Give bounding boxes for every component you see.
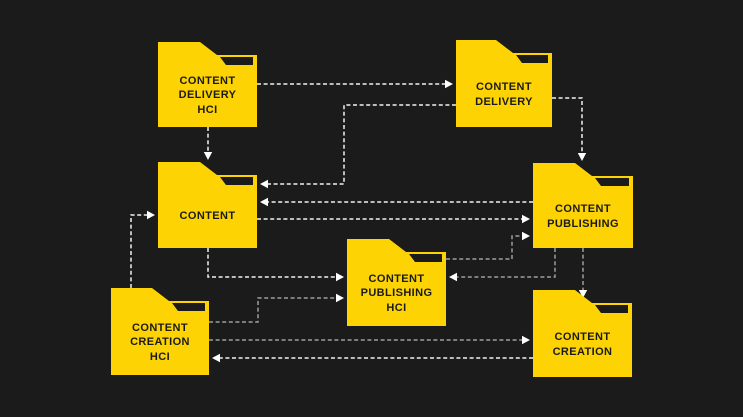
node-label: CONTENT: [158, 186, 257, 246]
node-label-line: PUBLISHING: [547, 217, 619, 230]
node-label: CONTENT DELIVERY: [456, 64, 552, 125]
arrowhead: [147, 210, 155, 220]
arrowhead: [445, 79, 453, 89]
folder-icon: [111, 288, 209, 375]
edge-content-delivery-to-content-publishing: [552, 97, 587, 161]
node-label-line: CONTENT: [179, 74, 236, 87]
node-content[interactable]: CONTENT: [158, 162, 257, 248]
node-label-line: HCI: [149, 350, 171, 363]
node-label-line: HCI: [197, 103, 218, 116]
folder-icon: [533, 163, 633, 248]
arrowhead: [522, 214, 530, 224]
arrowhead: [260, 197, 268, 207]
edge-content-creation-to-content-creation-hci: [212, 353, 533, 363]
edge-content-creation-hci-to-content-publishing-hci: [209, 293, 344, 323]
node-label-line: CONTENT: [555, 203, 611, 215]
edge-content-delivery-to-content: [260, 104, 456, 189]
folder-icon: [456, 40, 552, 127]
node-label-line: PUBLISHING: [360, 287, 433, 300]
node-content-publishing[interactable]: CONTENT PUBLISHING: [533, 163, 633, 248]
node-label-line: HCI: [386, 301, 407, 314]
edge-content-delivery-hci-to-content-delivery: [257, 79, 453, 89]
node-label-line: CONTENT: [554, 331, 611, 343]
folder-icon: [533, 290, 632, 377]
arrowhead: [449, 272, 457, 282]
arrowhead: [260, 179, 268, 189]
node-label-line: CONTENT: [179, 209, 236, 222]
node-label-line: CONTENT: [132, 321, 188, 334]
edge-content-to-content-publishing-hci: [207, 248, 344, 282]
node-label-line: DELIVERY: [178, 89, 237, 102]
edge-content-delivery-hci-to-content: [203, 127, 213, 160]
edge-content-publishing-to-content-publishing-hci: [449, 248, 556, 282]
edge-content-to-content-publishing: [257, 214, 530, 224]
edge-content-publishing-hci-to-content-publishing: [446, 231, 530, 260]
node-label: CONTENT PUBLISHING: [533, 187, 633, 246]
node-content-delivery[interactable]: CONTENT DELIVERY: [456, 40, 552, 127]
node-label-line: DELIVERY: [475, 95, 533, 108]
folder-icon: [158, 162, 257, 248]
edge-content-creation-hci-to-content: [130, 210, 155, 288]
node-label-line: CREATION: [552, 345, 613, 358]
arrowhead: [577, 153, 587, 161]
arrowhead: [212, 353, 220, 363]
arrowhead: [336, 272, 344, 282]
folder-icon: [347, 239, 446, 326]
arrowhead: [522, 231, 530, 241]
node-label-line: CONTENT: [368, 272, 425, 285]
node-label-line: CONTENT: [476, 81, 532, 93]
edge-content-creation-hci-to-content-creation: [209, 335, 530, 345]
node-label: CONTENT CREATION: [533, 314, 632, 375]
edge-content-publishing-to-content: [260, 197, 533, 207]
arrowhead: [336, 293, 344, 303]
arrowhead: [203, 152, 213, 160]
node-content-creation[interactable]: CONTENT CREATION: [533, 290, 632, 377]
folder-icon: [158, 42, 257, 127]
arrowhead: [522, 335, 530, 345]
node-label-line: CREATION: [130, 336, 190, 349]
